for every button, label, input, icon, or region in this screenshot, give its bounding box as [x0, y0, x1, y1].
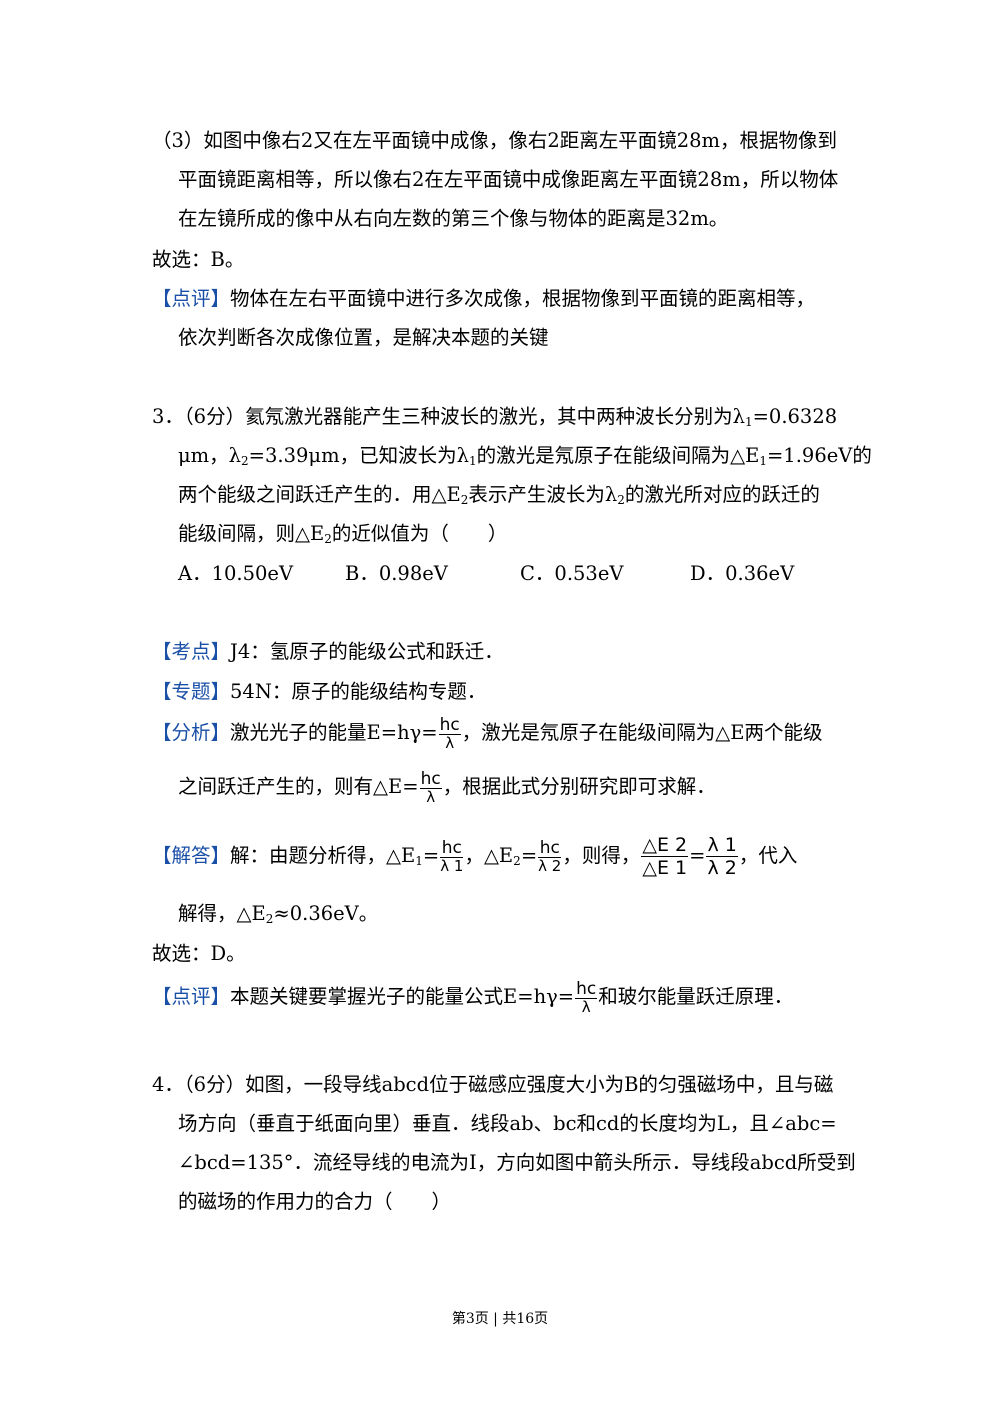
q3-option-b[interactable]: B．0.98eV — [345, 562, 448, 585]
q3-jieda-line2: 解得，△E2≈0.36eV。 — [178, 902, 379, 926]
prev-part3-line2: 平面镜距离相等，所以像右2在左平面镜中成像距离左平面镜28m，所以物体 — [178, 168, 839, 191]
q3-option-d[interactable]: D．0.36eV — [690, 562, 795, 585]
q3-stem-line4: 能级间隔，则△E2的近似值为（ ） — [178, 522, 508, 546]
page-footer: 第3页 | 共16页 — [451, 1311, 549, 1327]
q3-kaodian: 【考点】J4：氢原子的能级公式和跃迁． — [152, 640, 504, 663]
comment-text: 物体在左右平面镜中进行多次成像，根据物像到平面镜的距离相等， — [230, 287, 816, 310]
prev-comment: 【点评】物体在左右平面镜中进行多次成像，根据物像到平面镜的距离相等， — [152, 285, 815, 313]
q3-option-c[interactable]: C．0.53eV — [520, 562, 624, 585]
q3-stem-line1: 3．（6分）氦氖激光器能产生三种波长的激光，其中两种波长分别为λ1=0.6328 — [152, 405, 838, 429]
q4-stem-line4: 的磁场的作用力的合力（ ） — [178, 1190, 452, 1213]
prev-part3-line1: （3）如图中像右2又在左平面镜中成像，像右2距离左平面镜28m，根据物像到 — [152, 129, 838, 152]
q4-stem-line2: 场方向（垂直于纸面向里）垂直．线段ab、bc和cd的长度均为L，且∠abc= — [178, 1112, 837, 1135]
q3-option-a[interactable]: A．10.50eV — [178, 562, 294, 585]
q4-stem-line1: 4．（6分）如图，一段导线abcd位于磁感应强度大小为B的匀强磁场中，且与磁 — [152, 1073, 834, 1096]
prev-part3-line3: 在左镜所成的像中从右向左数的第三个像与物体的距离是32m。 — [178, 207, 729, 230]
q3-choice: 故选：D。 — [152, 942, 246, 965]
prev-comment-line2: 依次判断各次成像位置，是解决本题的关键 — [178, 326, 549, 349]
q3-zhuanti: 【专题】54N：原子的能级结构专题． — [152, 680, 487, 703]
prev-choice: 故选：B。 — [152, 248, 245, 271]
q3-stem-line3: 两个能级之间跃迁产生的．用△E2表示产生波长为λ2的激光所对应的跃迁的 — [178, 483, 820, 507]
comment-tag: 【点评】 — [152, 287, 231, 310]
q3-stem-line2: μm，λ2=3.39μm，已知波长为λ1的激光是氖原子在能级间隔为△E1=1.9… — [178, 444, 872, 468]
fraction-dE2-dE1: △E 2△E 1 — [641, 834, 689, 879]
q4-stem-line3: ∠bcd=135°．流经导线的电流为I，方向如图中箭头所示．导线段abcd所受到 — [178, 1151, 856, 1174]
